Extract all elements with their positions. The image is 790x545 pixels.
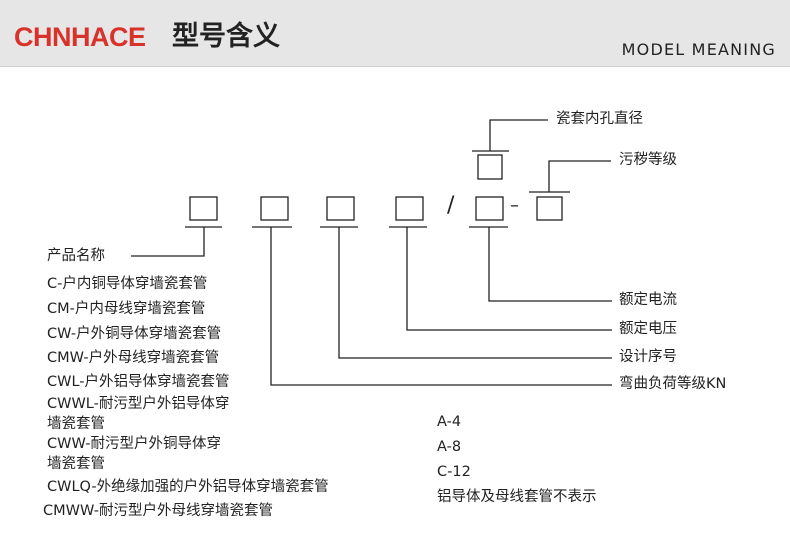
label-pollution-grade: 污秽等级 <box>619 152 677 168</box>
leader-design-serial <box>338 227 612 359</box>
load-grade-item: C-12 <box>437 464 471 480</box>
product-type-item: CWW-耐污型户外铜导体穿 <box>47 436 221 452</box>
code-box-top-bore <box>477 154 503 180</box>
leader-rated-voltage <box>406 227 612 331</box>
load-grade-item: A-8 <box>437 439 462 455</box>
product-type-item: 墙瓷套管 <box>47 456 105 472</box>
leader-bore-diameter <box>489 119 548 151</box>
leader-pollution-grade <box>548 160 611 192</box>
leader-bending-load <box>270 227 612 386</box>
header-bar: CHNHACE 型号含义 MODEL MEANING <box>0 0 790 66</box>
code-box-2 <box>260 196 289 221</box>
product-type-item: CMW-户外母线穿墙瓷套管 <box>47 350 220 366</box>
load-grade-note: 铝导体及母线套管不表示 <box>437 489 597 505</box>
product-type-item: CW-户外铜导体穿墙瓷套管 <box>47 326 222 342</box>
product-type-item: CWLQ-外绝缘加强的户外铝导体穿墙瓷套管 <box>47 479 329 495</box>
code-box-6 <box>536 196 563 221</box>
product-type-item: CM-户内母线穿墙瓷套管 <box>47 301 206 317</box>
leader-product-name <box>131 227 205 257</box>
code-box-4 <box>395 196 424 221</box>
label-rated-voltage: 额定电压 <box>619 321 677 337</box>
label-bending-load: 弯曲负荷等级KN <box>619 376 727 392</box>
product-type-item: C-户内铜导体穿墙瓷套管 <box>47 276 208 292</box>
product-type-item: 墙瓷套管 <box>47 416 105 432</box>
code-box-3 <box>326 196 355 221</box>
label-bore-diameter: 瓷套内孔直径 <box>556 111 643 127</box>
header-divider <box>0 66 790 67</box>
product-type-item: CWWL-耐污型户外铝导体穿 <box>47 396 230 412</box>
product-type-item: CWL-户外铝导体穿墙瓷套管 <box>47 374 230 390</box>
product-type-item: CMWW-耐污型户外母线穿墙瓷套管 <box>43 503 273 519</box>
page-title: 型号含义 <box>172 21 280 52</box>
load-grade-item: A-4 <box>437 414 462 430</box>
leader-rated-current <box>488 227 612 302</box>
code-box-5 <box>475 196 504 221</box>
label-design-serial: 设计序号 <box>619 349 677 365</box>
brand-logo: CHNHACE <box>14 22 146 52</box>
dash-separator: – <box>510 195 519 216</box>
slash-separator: / <box>447 193 455 218</box>
label-product-name: 产品名称 <box>47 248 105 264</box>
code-box-1 <box>189 196 218 221</box>
label-rated-current: 额定电流 <box>619 292 677 308</box>
page-subtitle: MODEL MEANING <box>621 40 776 59</box>
